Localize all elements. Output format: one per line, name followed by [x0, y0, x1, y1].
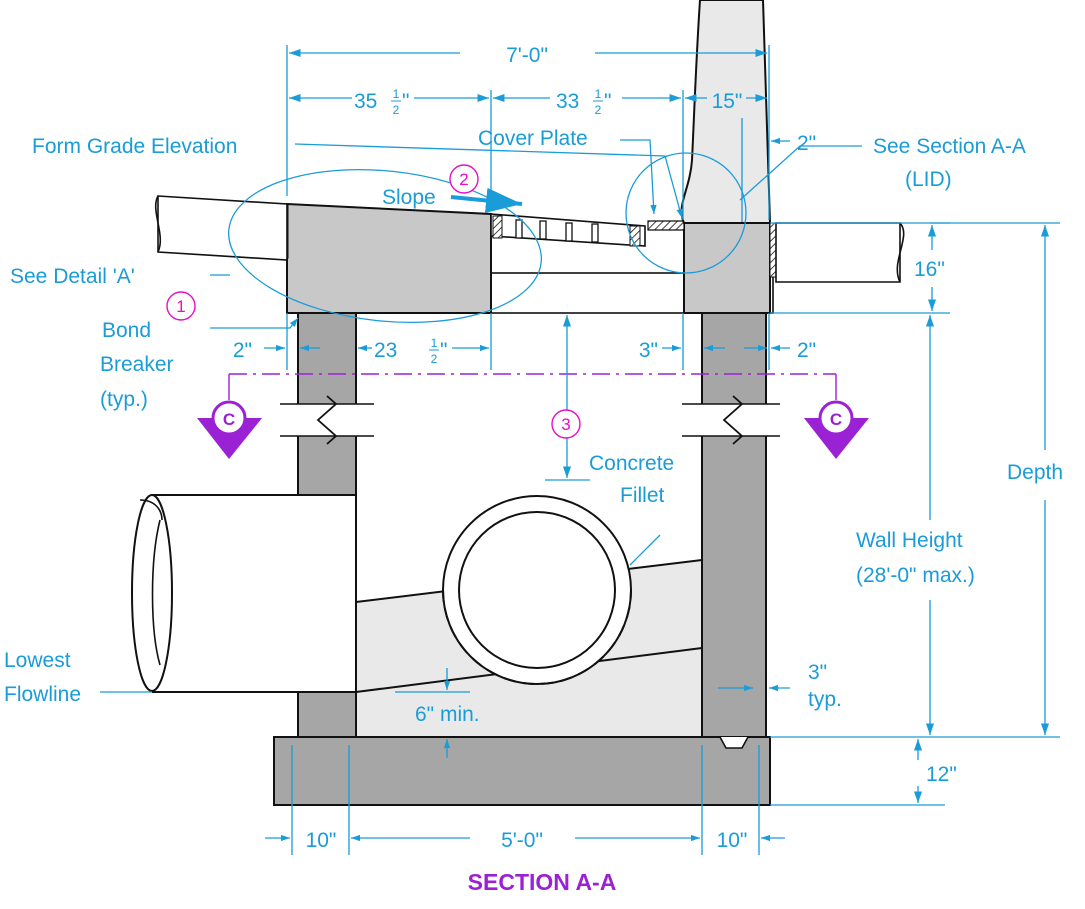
dim-upper-right-2: 2": [797, 132, 816, 155]
right-wall: [701, 312, 767, 738]
structure: [131, 0, 905, 806]
pavement-right: [775, 222, 901, 283]
svg-text:2: 2: [595, 103, 602, 117]
label-concrete-2: Fillet: [620, 484, 665, 507]
drawing-title: SECTION A-A: [468, 869, 617, 895]
left-wall-break: [280, 404, 376, 436]
svg-text:2: 2: [393, 103, 400, 117]
dimension-texts: 7'-0" 35 1 2 " 33 1 2 " 15" 2" 2" 23 1 2…: [233, 44, 957, 852]
dim-bottom-left: 10": [306, 829, 337, 852]
label-concrete-1: Concrete: [589, 452, 674, 475]
label-see-section: See Section A-A: [873, 135, 1026, 158]
label-lowest-2: Flowline: [4, 683, 81, 706]
dim-wall-side-3: 3": [808, 661, 827, 684]
dim-middle-top: 33: [556, 90, 579, 113]
label-cover-plate: Cover Plate: [478, 127, 588, 150]
dim-inner-opening: 23: [374, 339, 397, 362]
dim-inner-right-2: 2": [797, 339, 816, 362]
section-cut-line: C C: [197, 373, 869, 459]
svg-text:1: 1: [431, 336, 438, 350]
dim-right-top: 15": [712, 90, 743, 113]
callout-2: 2: [459, 170, 468, 189]
right-wall-break: [682, 404, 782, 436]
labels: Form Grade Elevation Cover Plate See Sec…: [4, 127, 1063, 706]
dim-bottom-right: 10": [717, 829, 748, 852]
callout-3: 3: [561, 415, 570, 434]
dim-left-top: 35: [354, 90, 377, 113]
dimension-lines: [100, 45, 1060, 855]
section-mark-right: C: [830, 410, 842, 429]
label-depth: Depth: [1007, 461, 1063, 484]
svg-text:1: 1: [595, 87, 602, 101]
svg-text:": ": [440, 339, 447, 362]
svg-text:1: 1: [393, 87, 400, 101]
section-aa-circle: [625, 152, 747, 274]
dim-fillet-min: 6" min.: [415, 703, 480, 726]
label-bond-3: (typ.): [100, 388, 148, 411]
detail-a-ellipse: [228, 168, 542, 324]
label-form-grade: Form Grade Elevation: [32, 135, 237, 158]
dim-bottom-middle: 5'-0": [501, 829, 543, 852]
base-slab: [273, 736, 771, 806]
pavement-left: [157, 195, 288, 261]
svg-text:": ": [604, 90, 611, 113]
label-wall-height-1: Wall Height: [856, 529, 963, 552]
section-arrow-right: [804, 418, 869, 459]
label-lowest-1: Lowest: [4, 649, 71, 672]
svg-text:2: 2: [431, 352, 438, 366]
callout-1: 1: [176, 297, 185, 316]
dim-wall-side-typ: typ.: [808, 688, 842, 711]
dim-inner-left: 2": [233, 339, 252, 362]
svg-text:": ": [402, 90, 409, 113]
slope-arrow: [450, 187, 523, 214]
label-lid: (LID): [905, 168, 952, 191]
lid-right: [683, 222, 771, 314]
label-bond-1: Bond: [102, 319, 151, 342]
label-bond-2: Breaker: [100, 353, 174, 376]
dim-inner-right-3: 3": [639, 339, 658, 362]
callouts: 1 2 3: [166, 164, 581, 439]
label-wall-height-2: (28'-0" max.): [856, 564, 975, 587]
dim-lid-thickness: 16": [914, 258, 945, 281]
dim-overall-width: 7'-0": [506, 44, 548, 67]
inlet-pipe: [152, 494, 357, 693]
section-arrow-left: [197, 418, 262, 459]
label-slope: Slope: [382, 186, 436, 209]
label-see-detail: See Detail 'A': [10, 265, 135, 288]
lid-left: [286, 202, 492, 314]
section-mark-left: C: [223, 410, 235, 429]
dim-base-thickness: 12": [926, 763, 957, 786]
